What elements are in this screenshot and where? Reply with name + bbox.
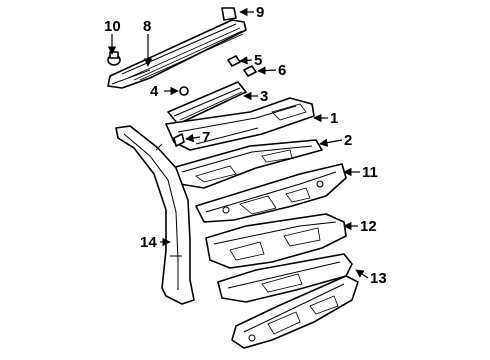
callout-3: 3 [260,88,268,105]
callout-12: 12 [360,218,377,235]
callout-6: 6 [278,62,286,79]
leader-2 [319,138,343,147]
leader-7 [185,133,201,143]
dash-panel-lower-part [205,213,347,269]
leader-13 [355,269,369,279]
callout-8: 8 [143,18,151,35]
floor-dash-extension-part [231,275,359,349]
callout-11: 11 [362,164,378,181]
callout-9: 9 [256,4,264,21]
leader-5 [239,56,253,65]
grommet-part [107,51,121,66]
cowl-vent-grille-part [107,19,247,89]
callout-labels: 1 2 3 4 5 6 7 8 9 10 11 12 13 14 [104,4,387,287]
callout-10: 10 [104,18,121,35]
callout-2: 2 [344,132,352,149]
fastener-6-part [243,65,257,77]
callout-1: 1 [330,110,338,127]
callout-14: 14 [140,234,157,251]
bracket-7-part [173,133,185,147]
callout-13: 13 [370,270,387,287]
dash-panel-upper-part [195,163,347,223]
leader-6 [257,66,277,75]
fastener-5-part [227,55,241,67]
callout-4: 4 [150,83,159,100]
callout-5: 5 [254,52,262,69]
cowl-lower-panel-part [171,139,323,189]
callout-7: 7 [202,129,210,146]
hinge-pillar-part [115,125,195,305]
retainer-clip-part [221,7,237,21]
bolt-4-part [179,86,189,96]
leader-lines [107,7,369,279]
